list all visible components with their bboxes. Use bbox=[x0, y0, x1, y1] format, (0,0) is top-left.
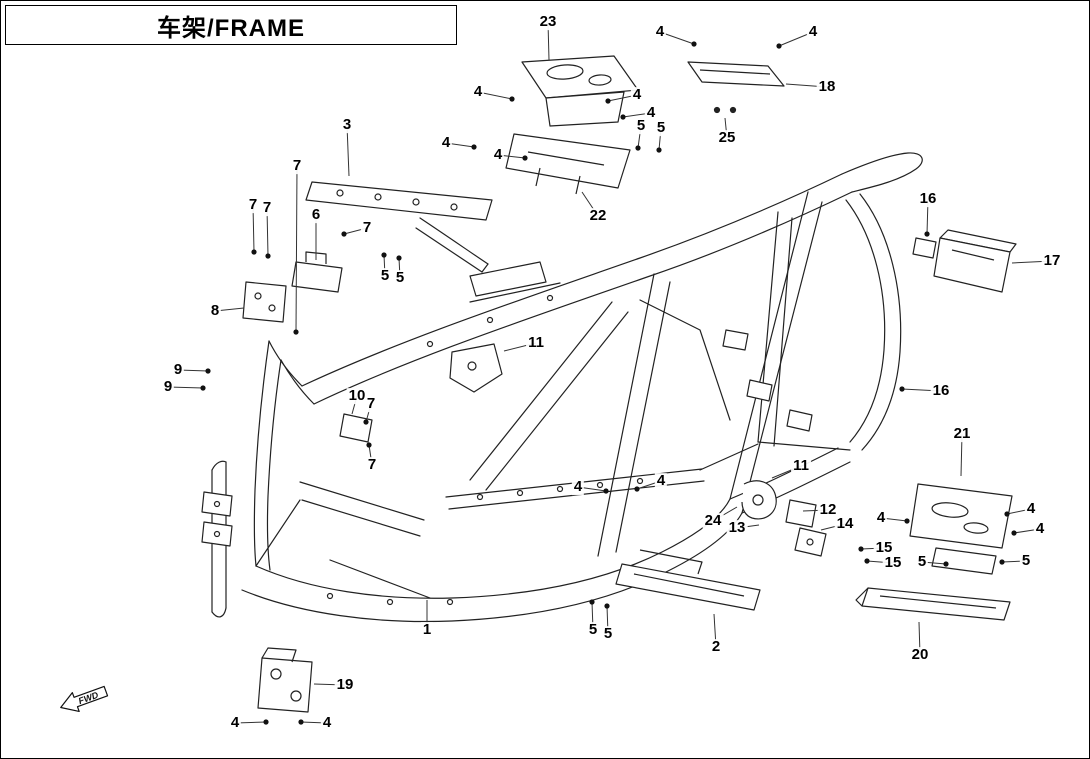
fastener-dot bbox=[366, 442, 372, 448]
leader-line bbox=[365, 403, 372, 423]
fastener-dot bbox=[205, 368, 211, 374]
leader-line bbox=[926, 198, 929, 235]
leader-line bbox=[866, 560, 894, 564]
fastener-dot bbox=[620, 114, 626, 120]
fastener-dot bbox=[899, 386, 905, 392]
leader-line bbox=[1011, 260, 1053, 264]
fastener-dot bbox=[943, 561, 949, 567]
leader-line bbox=[771, 465, 802, 479]
fastener-dot bbox=[864, 558, 870, 564]
fastener-dot bbox=[265, 253, 271, 259]
fastener-dot bbox=[589, 599, 595, 605]
leader-line bbox=[351, 395, 358, 415]
fastener-dot bbox=[999, 559, 1005, 565]
fastener-dot bbox=[341, 231, 347, 237]
leader-line bbox=[622, 112, 652, 118]
leader-line bbox=[497, 154, 526, 159]
leader-line bbox=[607, 94, 638, 102]
leader-line bbox=[398, 257, 401, 279]
fastener-dot bbox=[522, 155, 528, 161]
leader-line bbox=[820, 523, 846, 531]
leader-line bbox=[880, 517, 908, 522]
leader-line bbox=[343, 227, 368, 235]
leader-line bbox=[606, 605, 609, 635]
fastener-dot bbox=[691, 41, 697, 47]
fastener-dot bbox=[509, 96, 515, 102]
leader-line bbox=[918, 621, 921, 656]
leader-line bbox=[712, 506, 738, 522]
fastener-dot bbox=[656, 147, 662, 153]
fastener-dot bbox=[776, 43, 782, 49]
leader-line bbox=[901, 388, 942, 392]
fastener-dot bbox=[634, 486, 640, 492]
leader-line bbox=[921, 561, 947, 565]
leader-line bbox=[445, 142, 475, 148]
leader-line bbox=[295, 165, 298, 333]
leader-line bbox=[577, 486, 607, 492]
leader-line bbox=[547, 21, 550, 61]
leader-line bbox=[1001, 560, 1027, 563]
fastener-dot bbox=[363, 419, 369, 425]
fastener-dot bbox=[251, 249, 257, 255]
leader-line bbox=[266, 207, 269, 257]
leader-line bbox=[713, 613, 717, 648]
leader-line bbox=[1013, 528, 1041, 534]
leader-line bbox=[177, 369, 209, 372]
leader-line bbox=[802, 509, 829, 512]
leader-line bbox=[503, 342, 537, 352]
leader-line bbox=[736, 524, 760, 529]
fastener-dot bbox=[1004, 511, 1010, 517]
fastener-dot bbox=[924, 231, 930, 237]
page-title: 车架/FRAME bbox=[157, 14, 305, 42]
leader-line bbox=[346, 124, 350, 177]
fastener-dot bbox=[1011, 530, 1017, 536]
fastener-dot bbox=[858, 546, 864, 552]
leader-line bbox=[637, 125, 642, 149]
leader-line bbox=[659, 31, 695, 45]
leader-line bbox=[167, 386, 204, 389]
fastener-dot bbox=[396, 255, 402, 261]
fastener-dot bbox=[200, 385, 206, 391]
fastener-dot bbox=[603, 488, 609, 494]
leader-line bbox=[313, 683, 346, 686]
leader-line bbox=[778, 31, 814, 47]
leader-line bbox=[591, 601, 594, 631]
leader-line bbox=[252, 204, 255, 253]
leader-line bbox=[300, 721, 328, 724]
leader-line bbox=[234, 721, 267, 724]
fastener-dot bbox=[904, 518, 910, 524]
fastener-dot bbox=[293, 329, 299, 335]
fastener-dot bbox=[298, 719, 304, 725]
leader-line bbox=[860, 547, 885, 550]
fastener-dot bbox=[263, 719, 269, 725]
fastener-dot bbox=[635, 145, 641, 151]
leader-line bbox=[581, 191, 599, 217]
leader-line bbox=[785, 83, 828, 88]
leader-line bbox=[383, 254, 386, 277]
leader-line bbox=[477, 91, 513, 100]
fastener-dot bbox=[381, 252, 387, 258]
fastener-dot bbox=[604, 603, 610, 609]
leader-line bbox=[1006, 508, 1032, 515]
leader-line bbox=[636, 480, 662, 490]
leader-line bbox=[368, 444, 373, 466]
leader-line bbox=[724, 117, 728, 139]
frame-tubes bbox=[211, 152, 923, 623]
fastener-dot bbox=[605, 98, 611, 104]
leader-line bbox=[214, 307, 245, 312]
title-box: 车架/FRAME bbox=[5, 5, 457, 45]
leader-line bbox=[658, 127, 662, 151]
leader-line bbox=[960, 433, 963, 477]
fastener-dot bbox=[471, 144, 477, 150]
